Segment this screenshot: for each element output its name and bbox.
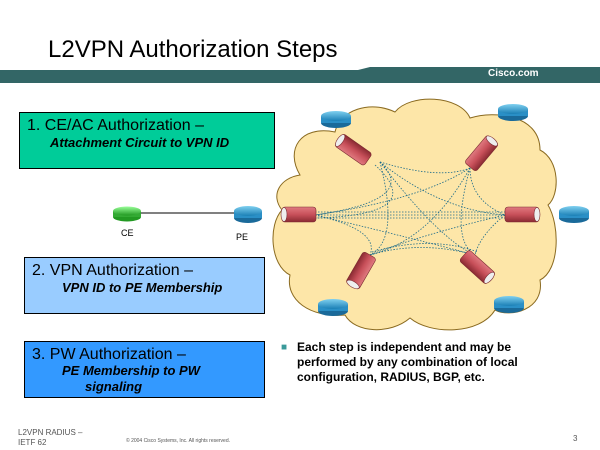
step-3-detail-line1: PE Membership to PW	[62, 363, 200, 378]
step-3-box: 3. PW Authorization – PE Membership to P…	[24, 341, 265, 398]
header-bar	[0, 67, 600, 83]
tunnel-icon	[280, 206, 317, 223]
pseudowire-mesh	[314, 161, 506, 256]
router-icon	[321, 111, 351, 128]
router-icon	[494, 296, 524, 313]
square-bullet-icon: ■	[281, 342, 288, 353]
footer-copyright: © 2004 Cisco Systems, Inc. All rights re…	[126, 438, 231, 444]
tunnel-icon	[465, 135, 498, 171]
tunnel-icon	[335, 134, 372, 166]
footer-line-2: IETF 62	[18, 438, 47, 447]
step-3-heading: 3. PW Authorization –	[32, 346, 186, 363]
step-1-box: 1. CE/AC Authorization – Attachment Circ…	[19, 112, 275, 169]
bullet-line: Each step is independent and may be	[297, 340, 512, 354]
tunnel-icon	[504, 206, 541, 223]
step-2-box: 2. VPN Authorization – VPN ID to PE Memb…	[24, 257, 265, 314]
step-2-detail: VPN ID to PE Membership	[62, 280, 223, 295]
step-1-detail: Attachment Circuit to VPN ID	[50, 135, 230, 150]
slide-title: L2VPN Authorization Steps	[48, 36, 338, 63]
ce-label: CE	[121, 228, 134, 238]
router-icon-ce	[113, 206, 141, 222]
tunnel-icon	[346, 252, 376, 290]
step-2-heading: 2. VPN Authorization –	[32, 262, 193, 279]
router-icon	[559, 206, 589, 223]
footer-line-1: L2VPN RADIUS –	[18, 428, 83, 437]
router-icon	[498, 104, 528, 121]
step-1-heading: 1. CE/AC Authorization –	[27, 117, 204, 134]
footer-presentation-label: L2VPN RADIUS – IETF 62	[18, 428, 82, 448]
page-number: 3	[573, 434, 578, 443]
router-icon-pe	[234, 206, 262, 223]
pe-label: PE	[236, 232, 249, 242]
router-icon	[318, 299, 348, 316]
step-3-detail-line2: signaling	[85, 379, 143, 394]
brand-label: Cisco.com	[488, 68, 539, 79]
tunnel-icon	[459, 250, 495, 284]
bullet-line: performed by any combination of local	[297, 355, 518, 369]
bullet-line: configuration, RADIUS, BGP, etc.	[297, 370, 485, 384]
